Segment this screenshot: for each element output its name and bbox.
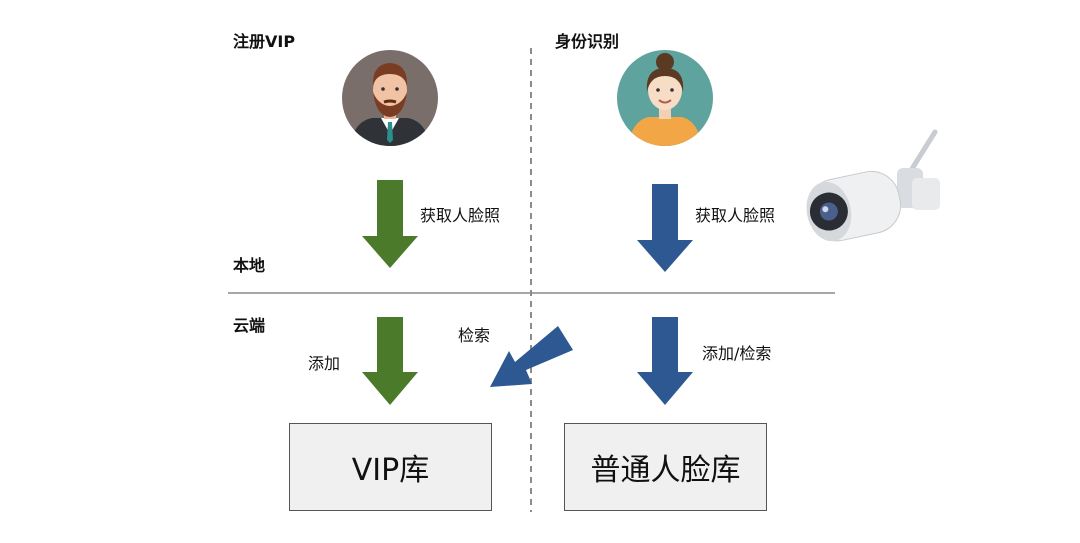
local-label: 本地: [233, 256, 266, 275]
man-avatar-icon: [342, 50, 438, 146]
blue-diagonal-arrow: [490, 326, 573, 387]
normal-face-library-label: 普通人脸库: [590, 453, 741, 488]
get-face-label-right: 获取人脸照: [695, 206, 776, 225]
cloud-label: 云端: [233, 316, 266, 335]
security-camera-icon: [806, 129, 940, 242]
woman-avatar-icon: [617, 50, 713, 146]
normal-face-library-box: 普通人脸库: [564, 423, 767, 511]
get-face-label-left: 获取人脸照: [420, 206, 501, 225]
vip-library-label: VIP库: [351, 453, 430, 488]
green-down-arrow-bottom: [362, 317, 418, 405]
search-label: 检索: [458, 326, 491, 345]
add-search-label: 添加/检索: [702, 344, 772, 363]
vip-library-box: VIP库: [289, 423, 492, 511]
blue-down-arrow-bottom: [637, 317, 693, 405]
add-label: 添加: [308, 354, 341, 373]
blue-down-arrow-top: [637, 184, 693, 272]
green-down-arrow-top: [362, 180, 418, 268]
identity-recognition-title: 身份识别: [555, 32, 620, 51]
register-vip-title: 注册VIP: [233, 32, 296, 51]
